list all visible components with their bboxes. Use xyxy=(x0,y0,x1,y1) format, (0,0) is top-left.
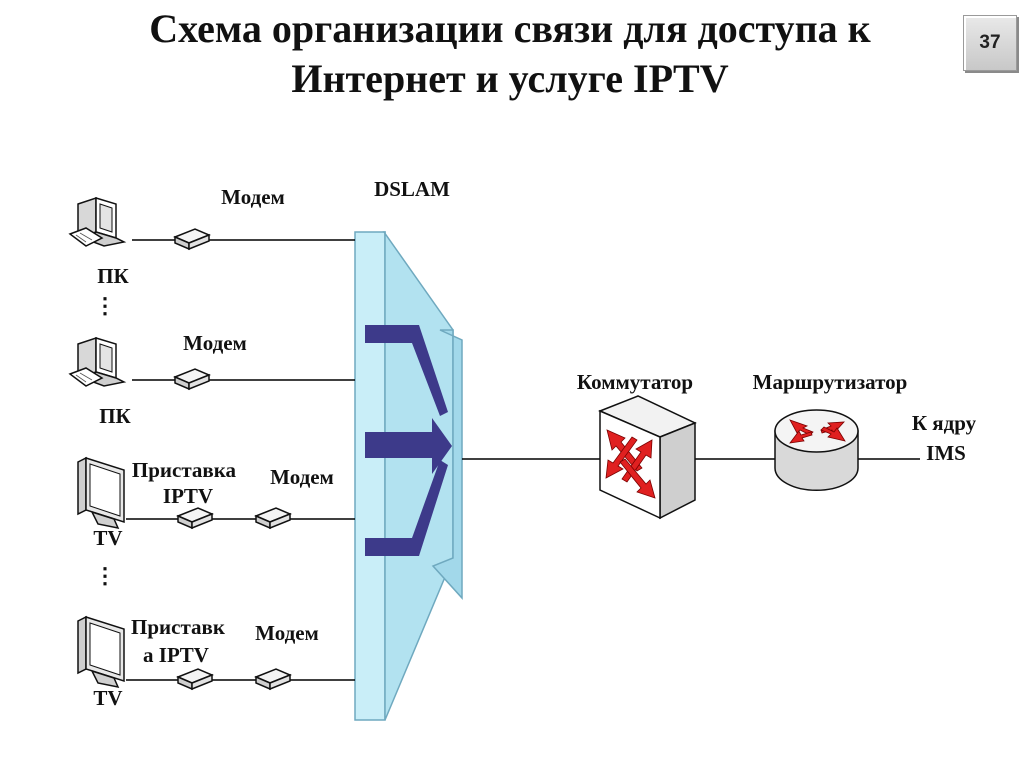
modem-label: Модем xyxy=(255,621,319,645)
settop-label-line1: Приставка xyxy=(132,458,237,482)
switch-label: Коммутатор xyxy=(577,370,693,394)
slide-number-badge: 37 xyxy=(963,15,1017,71)
dslam-back-face xyxy=(431,329,463,600)
modem-icon xyxy=(174,368,210,390)
dslam-label: DSLAM xyxy=(374,177,450,201)
page-title: Схема организации связи для доступа к Ин… xyxy=(60,4,960,104)
tv-icon xyxy=(77,457,125,529)
ellipsis-icon: ⋮ xyxy=(94,293,116,318)
modem-label: Модем xyxy=(221,185,285,209)
tv-label: TV xyxy=(93,686,122,710)
settop-label-line2: IPTV xyxy=(163,484,213,508)
core-label-line1: К ядру xyxy=(912,411,977,435)
pc-icon xyxy=(69,337,125,387)
tv-icon xyxy=(77,616,125,688)
settop-box-icon xyxy=(177,507,213,529)
router-label: Маршрутизатор xyxy=(753,370,908,394)
dslam-front-face xyxy=(354,231,386,721)
settop-label-line2: а IPTV xyxy=(143,643,209,667)
settop-box-icon xyxy=(177,668,213,690)
title-line-2: Интернет и услуге IPTV xyxy=(291,56,729,101)
modem-icon xyxy=(174,228,210,250)
ellipsis-icon: ⋮ xyxy=(94,563,116,588)
modem-label: Модем xyxy=(183,331,247,355)
dslam-arrow-bottom xyxy=(365,460,448,556)
dslam-arrow-top xyxy=(365,325,448,416)
modem-icon xyxy=(255,668,291,690)
router-icon xyxy=(774,409,859,491)
connection-lines xyxy=(126,239,920,681)
switch-icon xyxy=(598,395,697,520)
pc-label: ПК xyxy=(97,264,129,288)
dslam xyxy=(354,231,463,721)
settop-label-line1: Приставк xyxy=(131,615,226,639)
dslam-arrow-middle xyxy=(365,418,452,474)
modem-label: Модем xyxy=(270,465,334,489)
title-line-1: Схема организации связи для доступа к xyxy=(149,6,871,51)
modem-icon xyxy=(255,507,291,529)
pc-icon xyxy=(69,197,125,247)
tv-label: TV xyxy=(93,526,122,550)
core-label-line2: IMS xyxy=(926,441,966,465)
pc-label: ПК xyxy=(99,404,131,428)
